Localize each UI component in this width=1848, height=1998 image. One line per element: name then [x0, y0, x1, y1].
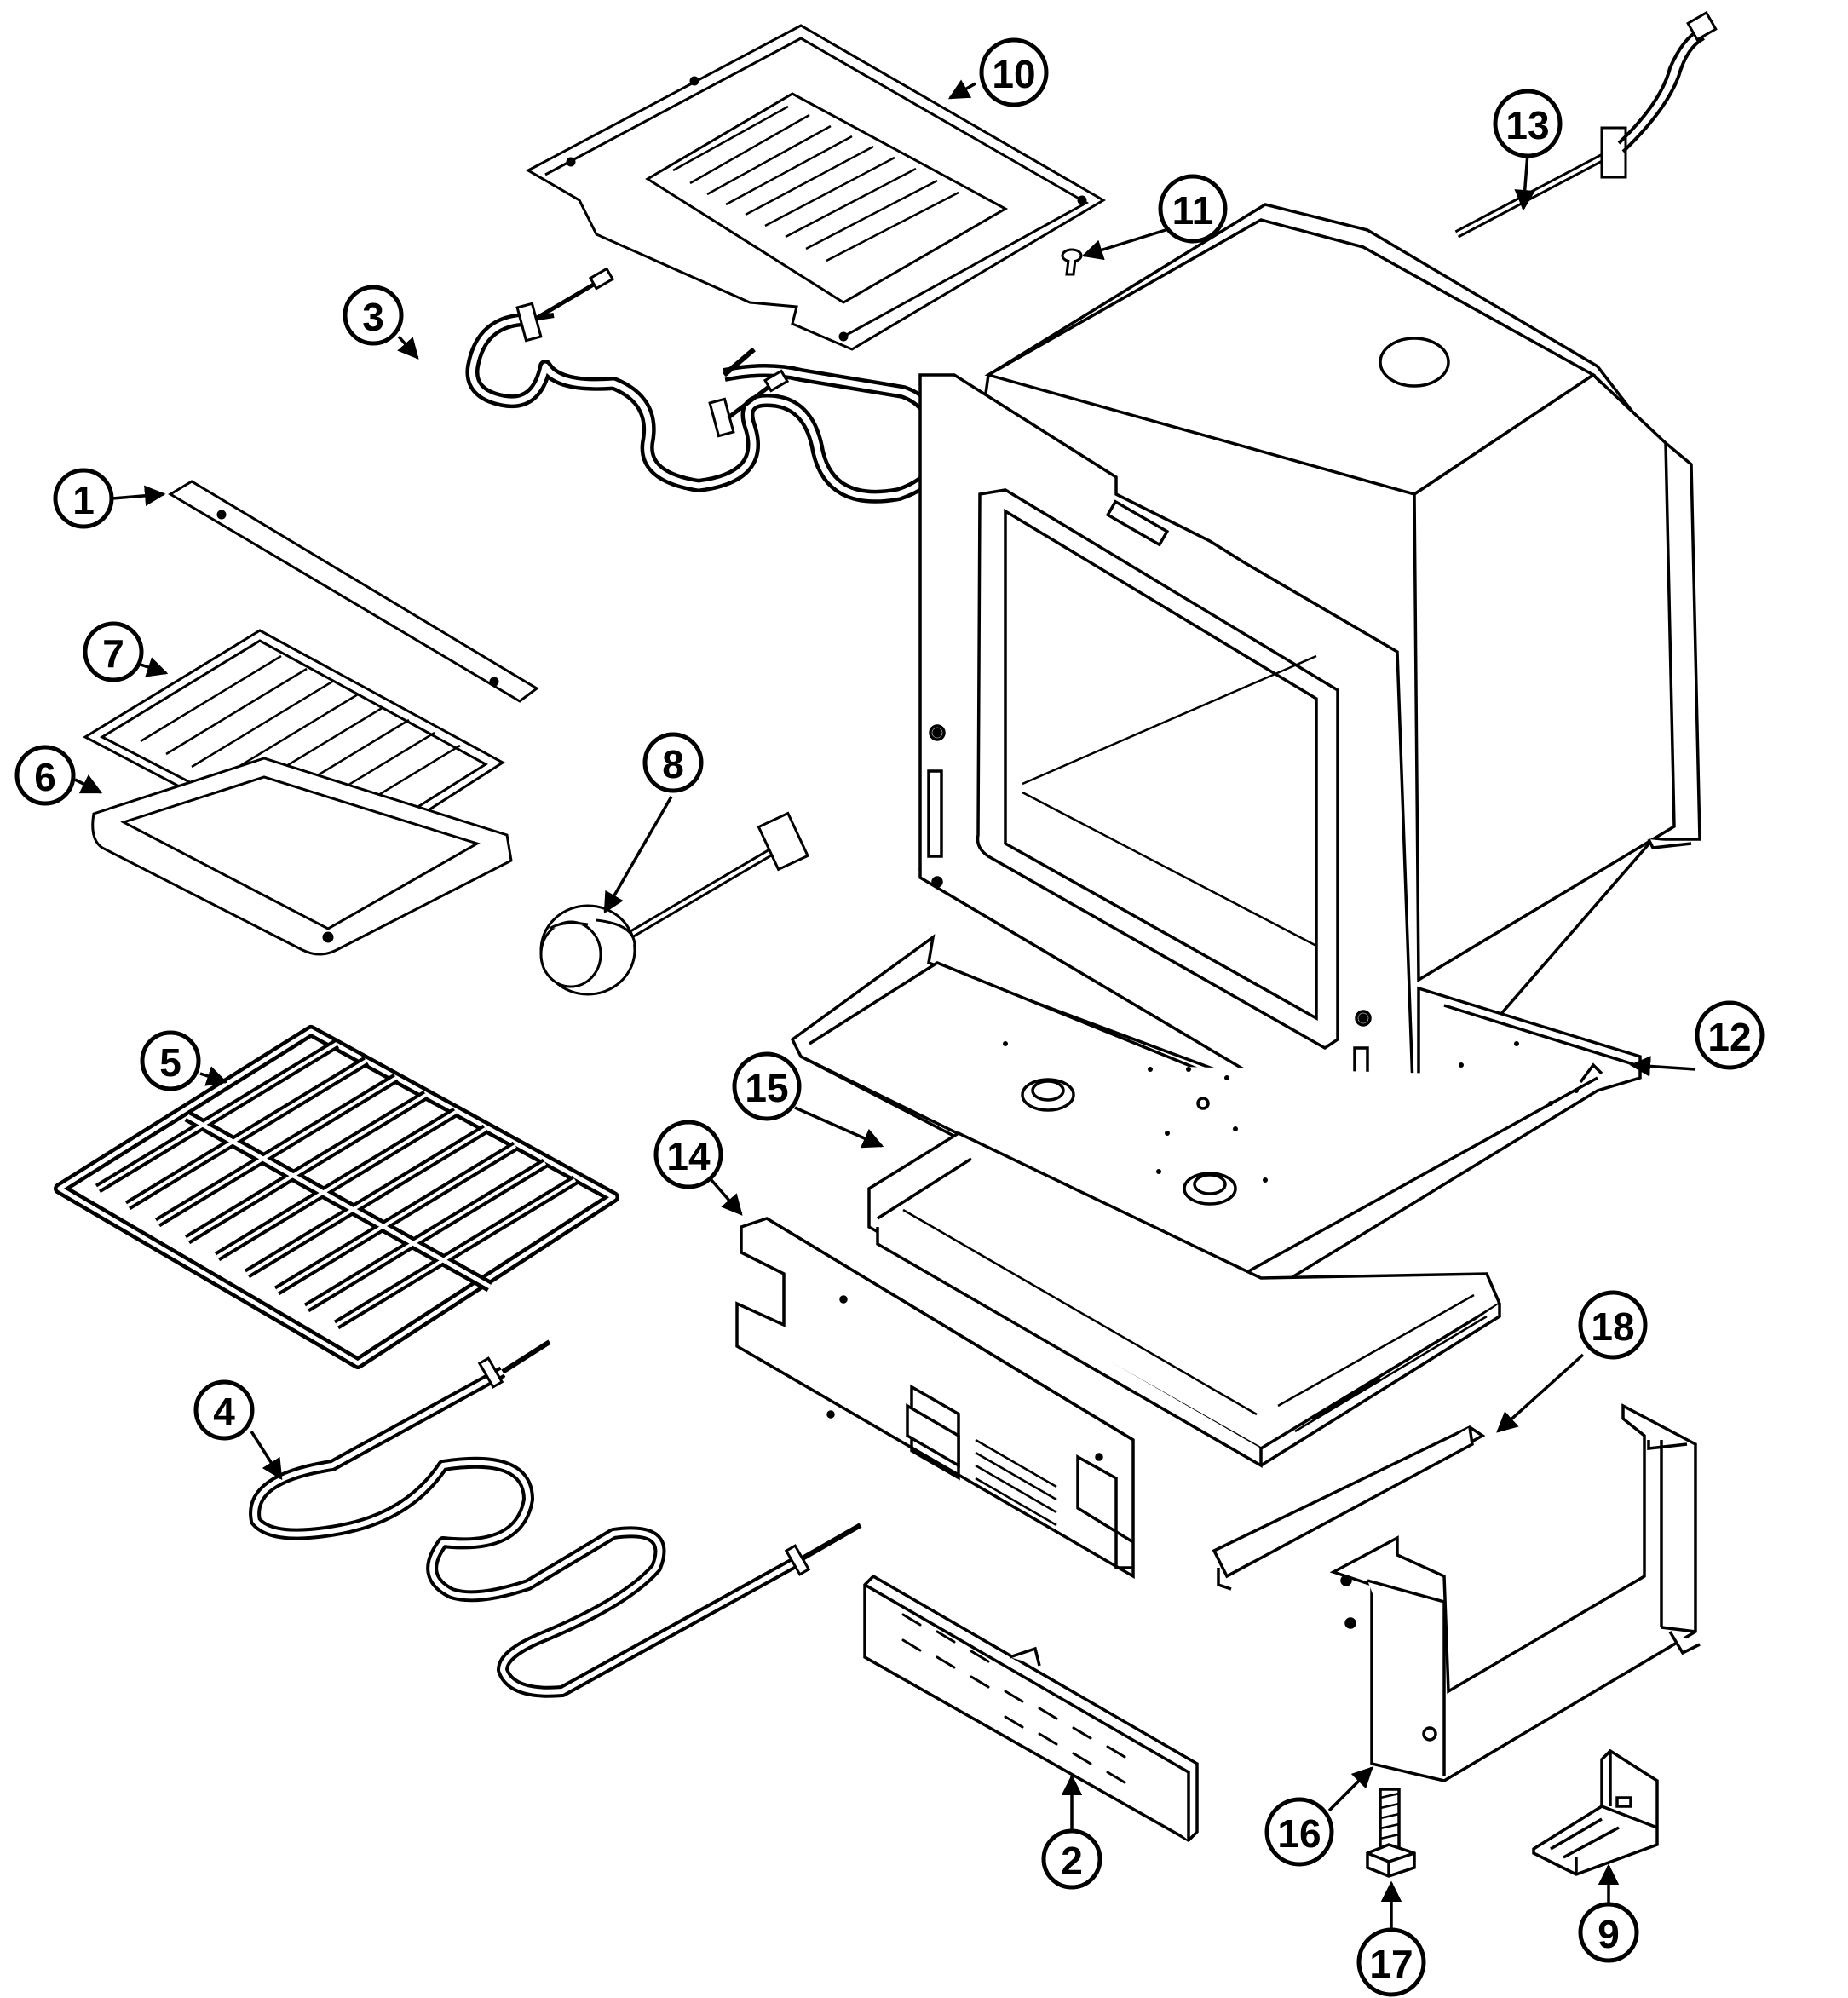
svg-text:11: 11 — [1172, 188, 1214, 233]
part-12-bottom-frame — [792, 937, 1640, 1287]
part-8-oven-light — [541, 813, 808, 994]
callout-14: 14 — [653, 1120, 723, 1189]
callouts: 1 2 3 4 5 6 7 8 — [14, 37, 1765, 1997]
callout-4: 4 — [193, 1379, 255, 1441]
leader-18 — [1496, 1353, 1585, 1433]
callout-7: 7 — [83, 621, 144, 682]
svg-text:3: 3 — [362, 295, 384, 339]
callout-6: 6 — [14, 745, 76, 806]
callout-17: 17 — [1356, 1927, 1426, 1997]
callout-15: 15 — [732, 1051, 802, 1121]
part-9-anti-tip-bracket — [1534, 1751, 1657, 1874]
svg-text:12: 12 — [1707, 1015, 1751, 1059]
callout-18: 18 — [1578, 1290, 1648, 1360]
leader-lines — [74, 79, 1696, 1932]
callout-16: 16 — [1264, 1797, 1334, 1867]
leader-5 — [199, 1066, 228, 1086]
part-17-leveling-leg — [1367, 1789, 1414, 1876]
callout-13: 13 — [1493, 89, 1563, 158]
leader-1 — [112, 485, 166, 507]
callout-3: 3 — [343, 285, 404, 346]
svg-text:6: 6 — [34, 755, 56, 799]
leader-10 — [947, 79, 976, 100]
svg-text:7: 7 — [102, 631, 124, 676]
callout-5: 5 — [140, 1030, 201, 1091]
svg-text:16: 16 — [1277, 1811, 1321, 1856]
leader-12 — [1629, 1056, 1696, 1077]
svg-text:10: 10 — [992, 52, 1035, 96]
part-4-bake-element — [255, 1342, 861, 1692]
svg-text:4: 4 — [213, 1390, 235, 1434]
leader-7 — [140, 657, 169, 677]
svg-text:14: 14 — [666, 1134, 711, 1178]
leader-11 — [1081, 228, 1166, 261]
leader-8 — [603, 796, 673, 914]
leader-15 — [794, 1106, 884, 1149]
svg-text:15: 15 — [745, 1066, 788, 1110]
leader-13 — [1514, 153, 1535, 211]
leader-3 — [397, 335, 419, 360]
callout-9: 9 — [1578, 1902, 1639, 1963]
svg-text:5: 5 — [159, 1040, 181, 1085]
svg-text:17: 17 — [1369, 1942, 1413, 1986]
part-5-oven-rack — [60, 1031, 613, 1363]
oven-cavity — [920, 204, 1700, 1150]
callout-2: 2 — [1041, 1828, 1102, 1890]
part-1-strip — [170, 481, 537, 701]
svg-text:2: 2 — [1061, 1839, 1083, 1883]
callout-12: 12 — [1695, 1000, 1765, 1070]
part-2-vent-panel — [865, 1576, 1197, 1840]
part-10-top-shield — [528, 26, 1103, 349]
svg-text:8: 8 — [662, 742, 684, 786]
callout-11: 11 — [1158, 174, 1228, 244]
callout-8: 8 — [642, 732, 704, 793]
part-16-side-frame — [1333, 1406, 1700, 1781]
svg-text:13: 13 — [1505, 103, 1549, 147]
callout-1: 1 — [53, 468, 114, 529]
leader-16 — [1327, 1766, 1373, 1812]
leader-14 — [710, 1178, 743, 1216]
svg-text:1: 1 — [72, 478, 95, 522]
leader-4 — [250, 1431, 283, 1481]
callout-10: 10 — [979, 37, 1049, 107]
leader-6 — [74, 774, 103, 794]
part-18-side-rail — [1214, 1427, 1482, 1589]
part-11-screw — [1062, 250, 1081, 274]
part-6-broil-pan — [93, 758, 511, 954]
part-14-front-panel — [737, 1218, 1133, 1576]
svg-text:9: 9 — [1598, 1912, 1620, 1956]
part-15-drawer-housing — [869, 1133, 1500, 1465]
svg-text:18: 18 — [1591, 1304, 1634, 1349]
